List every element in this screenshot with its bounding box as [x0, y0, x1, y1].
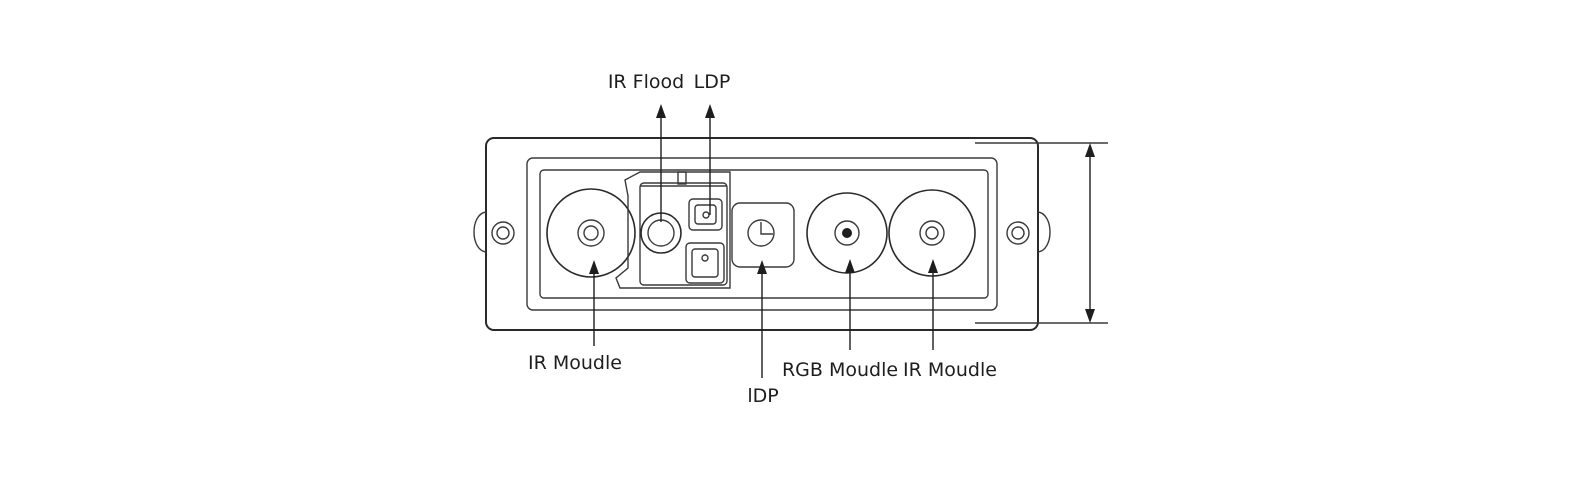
- rgb-module: [806, 192, 888, 274]
- ir-module-left: [546, 188, 636, 278]
- label-ldp-bottom: lDP: [747, 385, 778, 407]
- leader-ir-module-right: [928, 259, 938, 350]
- leader-ir-flood: [656, 104, 666, 222]
- ldp-sensor-top: [688, 198, 723, 231]
- center-bracket: [615, 171, 731, 289]
- label-rgb-module: RGB Moudle: [782, 359, 898, 381]
- height-dimension: [975, 142, 1108, 324]
- mounting-hole-left: [473, 211, 515, 253]
- ir-module-right: [888, 189, 976, 277]
- ldp-lens-block: [731, 202, 795, 268]
- label-ir-module-right: IR Moudle: [903, 359, 997, 381]
- leader-ldp-bottom: [757, 260, 767, 378]
- leader-ldp-top: [705, 104, 715, 215]
- ldp-sensor-bottom: [685, 242, 725, 284]
- label-ir-module-left: IR Moudle: [528, 352, 622, 374]
- mounting-hole-right: [1006, 211, 1051, 253]
- leader-rgb-module: [845, 259, 855, 350]
- label-ir-flood: IR Flood: [608, 71, 684, 93]
- label-ldp-top: LDP: [694, 71, 731, 93]
- housing-inner-recess: [539, 169, 989, 299]
- leader-ir-module-left: [589, 260, 599, 346]
